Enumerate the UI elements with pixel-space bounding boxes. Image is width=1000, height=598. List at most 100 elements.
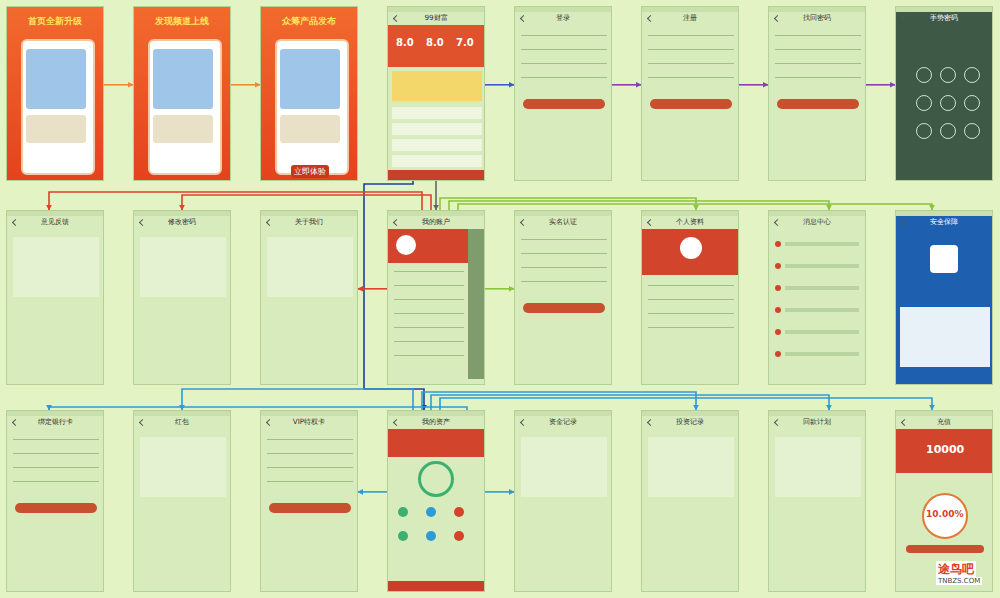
back-chevron: [774, 15, 781, 22]
phone-rows: [280, 115, 340, 143]
input-row: [267, 467, 353, 468]
product-row: [392, 123, 482, 135]
screen-title: 投资记录: [642, 417, 738, 427]
message-row: [785, 308, 859, 312]
flow-connector: [231, 84, 260, 86]
input-row: [775, 35, 861, 36]
screen-title: 个人资料: [642, 217, 738, 227]
menu-icon: [426, 507, 436, 517]
message-dot: [775, 307, 781, 313]
status-bar: [7, 211, 103, 216]
screen-title: 我的账户: [388, 217, 484, 227]
lock-dot: [940, 123, 956, 139]
submit-button: [906, 545, 984, 553]
message-dot: [775, 263, 781, 269]
input-row: [521, 253, 607, 254]
input-row: [13, 439, 99, 440]
app-screen: 投资记录: [641, 410, 739, 592]
status-bar: [515, 7, 611, 12]
screen-title: 关于我们: [261, 217, 357, 227]
back-chevron: [266, 419, 273, 426]
screen-title: 首页全新升级: [7, 15, 103, 28]
message-row: [785, 242, 859, 246]
screen-title: 众筹产品发布: [261, 15, 357, 28]
message-row: [785, 264, 859, 268]
back-chevron: [520, 219, 527, 226]
app-screen: 首页全新升级: [6, 6, 104, 181]
status-bar: [515, 411, 611, 416]
app-screen: 注册: [641, 6, 739, 181]
flow-connector: [485, 491, 514, 493]
flow-connector: [182, 195, 431, 210]
status-bar: [769, 7, 865, 12]
content-area: [648, 437, 734, 497]
input-row: [648, 63, 734, 64]
input-row: [521, 63, 607, 64]
input-row: [648, 77, 734, 78]
input-row: [267, 439, 353, 440]
input-row: [521, 77, 607, 78]
input-row: [775, 77, 861, 78]
menu-row: [394, 355, 464, 356]
status-bar: [388, 411, 484, 416]
back-chevron: [393, 219, 400, 226]
status-bar: [769, 211, 865, 216]
screen-title: 消息中心: [769, 217, 865, 227]
message-row: [785, 286, 859, 290]
input-row: [648, 35, 734, 36]
back-chevron: [520, 419, 527, 426]
menu-row: [394, 271, 464, 272]
app-screen: 我的资产: [387, 410, 485, 592]
submit-button: [523, 99, 605, 109]
screen-title: 实名认证: [515, 217, 611, 227]
app-screen: 绑定银行卡: [6, 410, 104, 592]
back-chevron: [139, 419, 146, 426]
back-chevron: [647, 419, 654, 426]
lock-dot: [940, 67, 956, 83]
info-row: [648, 299, 734, 300]
product-row: [392, 107, 482, 119]
back-chevron: [520, 15, 527, 22]
back-chevron: [774, 419, 781, 426]
input-row: [521, 281, 607, 282]
screen-title: 回款计划: [769, 417, 865, 427]
back-chevron: [12, 419, 19, 426]
screen-value: 10.00%: [926, 509, 964, 519]
menu-row: [394, 327, 464, 328]
app-screen: 手势密码: [895, 6, 993, 181]
status-bar: [134, 211, 230, 216]
back-chevron: [393, 419, 400, 426]
submit-button: [650, 99, 732, 109]
lock-dot: [964, 95, 980, 111]
menu-icon: [398, 531, 408, 541]
status-bar: [261, 411, 357, 416]
lock-dot: [916, 67, 932, 83]
input-row: [521, 49, 607, 50]
flow-connector: [739, 84, 768, 86]
flow-connector: [485, 288, 514, 290]
status-bar: [896, 411, 992, 416]
submit-button: [269, 503, 351, 513]
status-bar: [642, 7, 738, 12]
screen-title: 手势密码: [896, 13, 992, 23]
product-row: [392, 139, 482, 151]
app-screen: 修改密码: [133, 210, 231, 385]
back-chevron: [266, 219, 273, 226]
app-screen: 登录: [514, 6, 612, 181]
input-row: [13, 453, 99, 454]
product-row: [392, 155, 482, 167]
content-area: [775, 437, 861, 497]
content-area: [140, 237, 226, 297]
status-bar: [134, 411, 230, 416]
status-bar: [7, 411, 103, 416]
message-dot: [775, 285, 781, 291]
screen-title: 红包: [134, 417, 230, 427]
menu-row: [394, 299, 464, 300]
screen-title: 找回密码: [769, 13, 865, 23]
input-row: [267, 481, 353, 482]
flow-connector: [182, 389, 413, 410]
message-row: [785, 330, 859, 334]
screen-title: 我的资产: [388, 417, 484, 427]
app-screen: 安全保障: [895, 210, 993, 385]
